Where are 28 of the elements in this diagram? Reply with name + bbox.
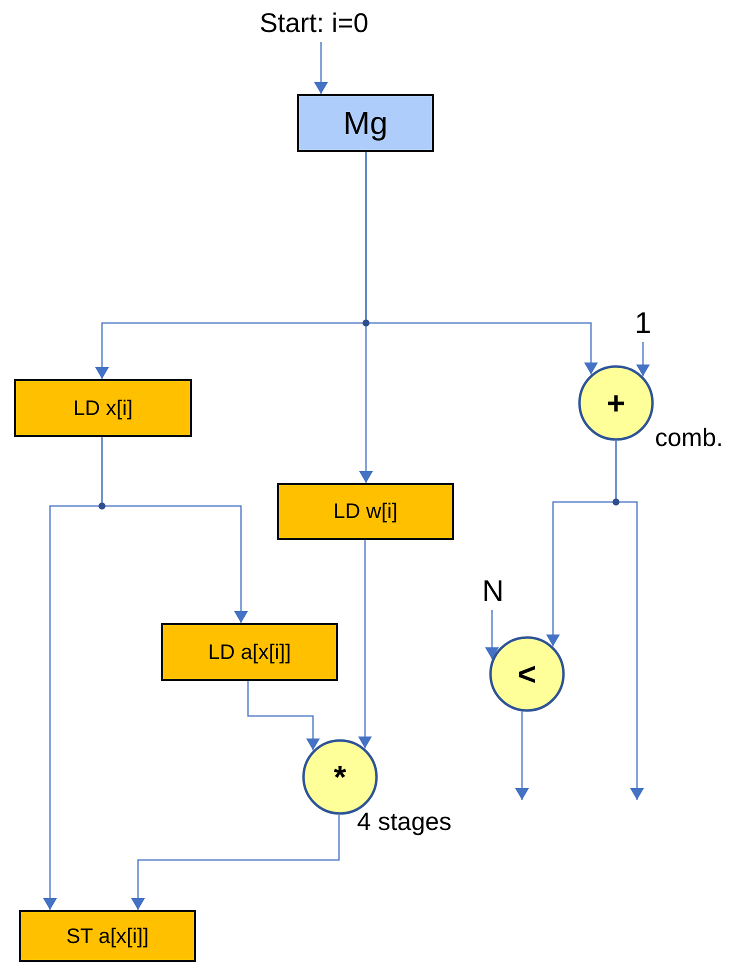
- arrow: [485, 610, 499, 660]
- operator-symbol: +: [606, 387, 626, 419]
- box-label: Mg: [343, 107, 388, 139]
- annotation: comb.: [655, 426, 724, 451]
- arrow: [131, 814, 340, 910]
- process-box: [297, 94, 434, 152]
- box-label: LD x[i]: [73, 398, 133, 418]
- process-box: [19, 910, 196, 962]
- arrow: [314, 42, 328, 94]
- process-box: [14, 379, 192, 437]
- arrow: [636, 342, 650, 376]
- box-label: LD w[i]: [333, 501, 398, 522]
- operator-symbol: *: [334, 761, 346, 793]
- operator-symbol: <: [518, 658, 536, 690]
- arrow: [43, 437, 103, 910]
- box-label: ST a[x[i]]: [66, 926, 149, 946]
- arrow: [358, 540, 372, 748]
- arrow: [247, 681, 320, 750]
- arrow: [515, 712, 529, 800]
- arrow: [365, 152, 598, 374]
- input-label: Start: i=0: [260, 10, 368, 36]
- process-box: [161, 623, 338, 681]
- process-box: [277, 483, 454, 540]
- annotation: 4 stages: [357, 810, 452, 835]
- box-label: LD a[x[i]]: [208, 642, 291, 662]
- input-label: 1: [634, 309, 652, 339]
- arrow: [615, 441, 644, 800]
- input-label: N: [482, 577, 504, 607]
